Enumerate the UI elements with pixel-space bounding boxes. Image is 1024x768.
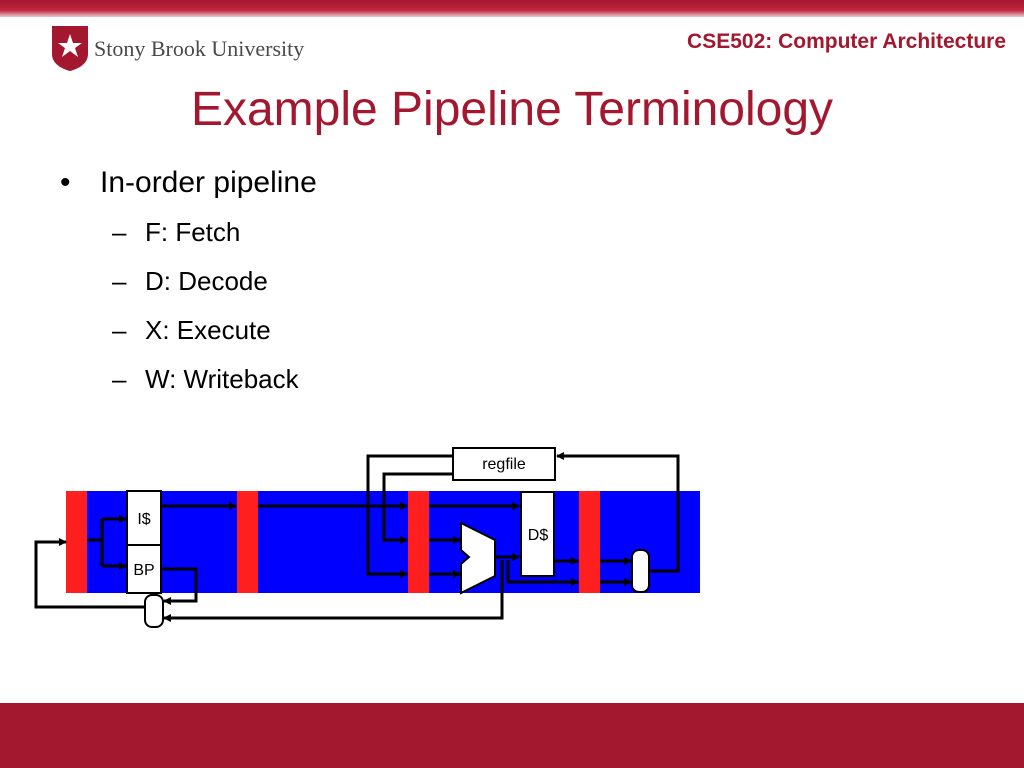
sub-bullet-item: – W: Writeback (60, 355, 760, 404)
pipeline-latch-3 (408, 491, 429, 593)
branch-predictor-block (126, 544, 162, 594)
writeback-mux (631, 549, 650, 593)
sub-bullet-item: – F: Fetch (60, 208, 760, 257)
sub-bullet-text: D: Decode (145, 266, 268, 296)
sub-bullet-list: – F: Fetch – D: Decode – X: Execute – W:… (60, 208, 760, 404)
sub-bullet-item: – X: Execute (60, 306, 760, 355)
course-title: CSE502: Computer Architecture (687, 30, 1006, 53)
dash-marker: – (112, 364, 127, 394)
regfile-block (452, 447, 556, 481)
dash-marker: – (112, 266, 127, 296)
pipeline-latch-1 (66, 491, 87, 593)
pipeline-latch-2 (237, 491, 258, 593)
fetch-mux (144, 594, 164, 628)
bullet-item: • In-order pipeline (60, 160, 760, 206)
sub-bullet-text: W: Writeback (145, 364, 299, 394)
icache-block (126, 490, 162, 546)
bullet-marker: • (60, 166, 71, 199)
dcache-label: D$ (528, 527, 549, 544)
pipeline-latch-4 (579, 491, 600, 593)
sub-bullet-text: X: Execute (145, 315, 271, 345)
dcache-block (520, 491, 555, 577)
sub-bullet-text: F: Fetch (145, 217, 241, 247)
dash-marker: – (112, 315, 127, 345)
bottom-banner (0, 703, 1024, 768)
university-logo: Stony Brook University (50, 24, 330, 72)
alu-shape (460, 521, 496, 595)
logo-text: Stony Brook University (94, 36, 305, 61)
shield-icon (52, 26, 88, 71)
sub-bullet-item: – D: Decode (60, 257, 760, 306)
bullet-list: • In-order pipeline – F: Fetch – D: Deco… (60, 160, 760, 404)
pipeline-diagram: I$ BP regfile D$ (34, 447, 700, 628)
bullet-text: In-order pipeline (100, 166, 317, 199)
icache-label: I$ (137, 511, 150, 528)
slide-title: Example Pipeline Terminology (190, 83, 834, 136)
regfile-label: regfile (482, 456, 526, 473)
bp-label: BP (133, 562, 154, 579)
dash-marker: – (112, 217, 127, 247)
top-banner (0, 0, 1024, 17)
